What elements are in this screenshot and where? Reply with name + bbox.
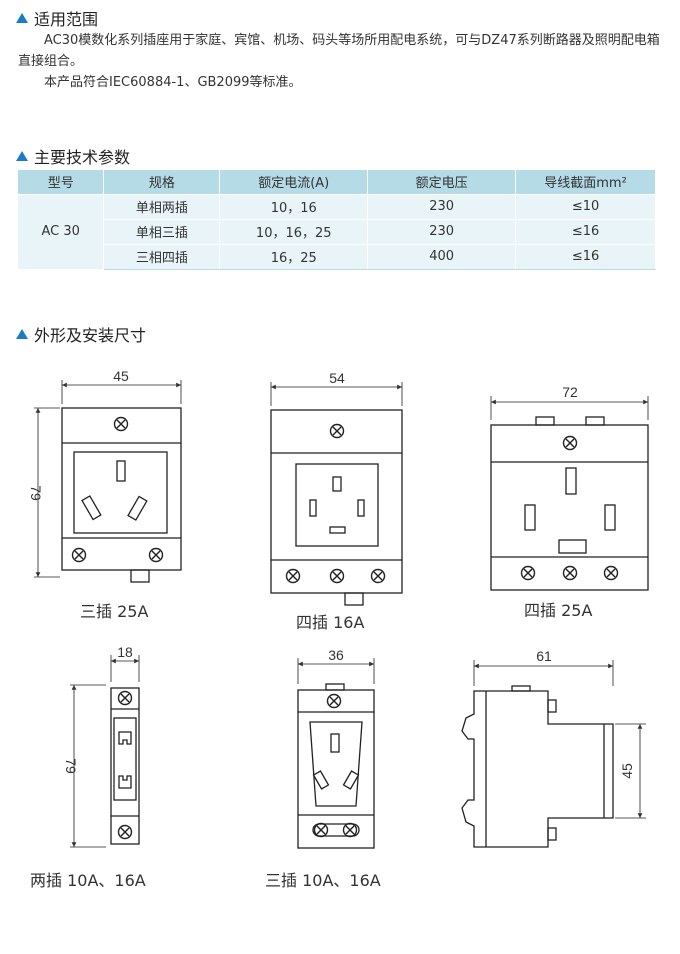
drawing-three-pin-10a-16a [297, 658, 375, 849]
section-title: 主要技术参数 [34, 148, 131, 167]
drawing-four-pin-16a [270, 382, 403, 606]
voltage-cell: 400 [367, 243, 517, 270]
caption-three-pin-10a-16a: 三插 10A、16A [265, 871, 381, 890]
header-voltage: 额定电压 [367, 170, 517, 194]
section-title: 外形及安装尺寸 [34, 326, 147, 345]
dim-label-d4-height: 79 [63, 758, 79, 774]
caption-four-pin-25a: 四插 25A [524, 601, 592, 620]
table-row: 三相四插 16，25 400 ≤16 [18, 243, 656, 270]
dim-label-d1-height: 79 [28, 485, 44, 501]
current-cell: 10，16，25 [219, 218, 369, 244]
caption-four-pin-16a: 四插 16A [296, 613, 364, 632]
caption-two-pin-10a-16a: 两插 10A、16A [30, 871, 146, 890]
drawing-three-pin-25a [34, 380, 182, 583]
voltage-cell: 230 [367, 218, 517, 244]
table-header-row: 型号 规格 额定电流(A) 额定电压 导线截面mm² [18, 170, 656, 194]
standard-paragraph: 本产品符合IEC60884-1、GB2099等标准。 [44, 75, 302, 90]
dim-label-d2-width: 54 [329, 370, 345, 386]
wire-cell: ≤16 [515, 218, 656, 244]
model-cell: AC 30 [18, 193, 105, 269]
section-heading-dimensions: 外形及安装尺寸 [16, 322, 146, 346]
dim-label-d1-width: 45 [113, 368, 129, 384]
scope-paragraph: AC30模数化系列插座用于家庭、宾馆、机场、码头等场所用配电系统，可与DZ47系… [18, 33, 660, 69]
drawing-side-view [461, 660, 646, 848]
drawing-two-pin-10a-16a [70, 655, 140, 848]
dim-label-d6-width: 61 [536, 648, 552, 664]
table-row: 单相三插 10，16，25 230 ≤16 [18, 218, 656, 244]
header-current: 额定电流(A) [219, 170, 369, 194]
caption-three-pin-25a: 三插 25A [80, 602, 148, 621]
spec-cell: 单相三插 [103, 218, 221, 244]
voltage-cell: 230 [367, 193, 517, 219]
current-cell: 10，16 [219, 193, 369, 219]
dim-label-d4-width: 18 [117, 644, 133, 660]
header-model: 型号 [18, 170, 105, 194]
drawing-four-pin-25a [490, 396, 649, 591]
spec-cell: 三相四插 [103, 243, 221, 270]
section-heading-params: 主要技术参数 [16, 144, 130, 168]
wire-cell: ≤16 [515, 243, 656, 270]
table-row: AC 30 单相两插 10，16 230 ≤10 [18, 193, 656, 269]
spec-table: 型号 规格 额定电流(A) 额定电压 导线截面mm² AC 30 单相两插 10… [18, 170, 656, 270]
header-wire: 导线截面mm² [515, 170, 656, 194]
wire-cell: ≤10 [515, 193, 656, 219]
dim-label-d3-width: 72 [562, 384, 578, 400]
section-title: 适用范围 [34, 10, 99, 29]
header-spec: 规格 [103, 170, 221, 194]
dim-label-d5-width: 36 [328, 647, 344, 663]
section-heading-scope: 适用范围 [16, 6, 98, 30]
triangle-bullet-icon [16, 151, 28, 161]
triangle-bullet-icon [16, 13, 28, 23]
triangle-bullet-icon [16, 329, 28, 339]
dim-label-d6-height: 45 [619, 763, 635, 779]
spec-cell: 单相两插 [103, 193, 221, 219]
current-cell: 16，25 [219, 243, 369, 270]
